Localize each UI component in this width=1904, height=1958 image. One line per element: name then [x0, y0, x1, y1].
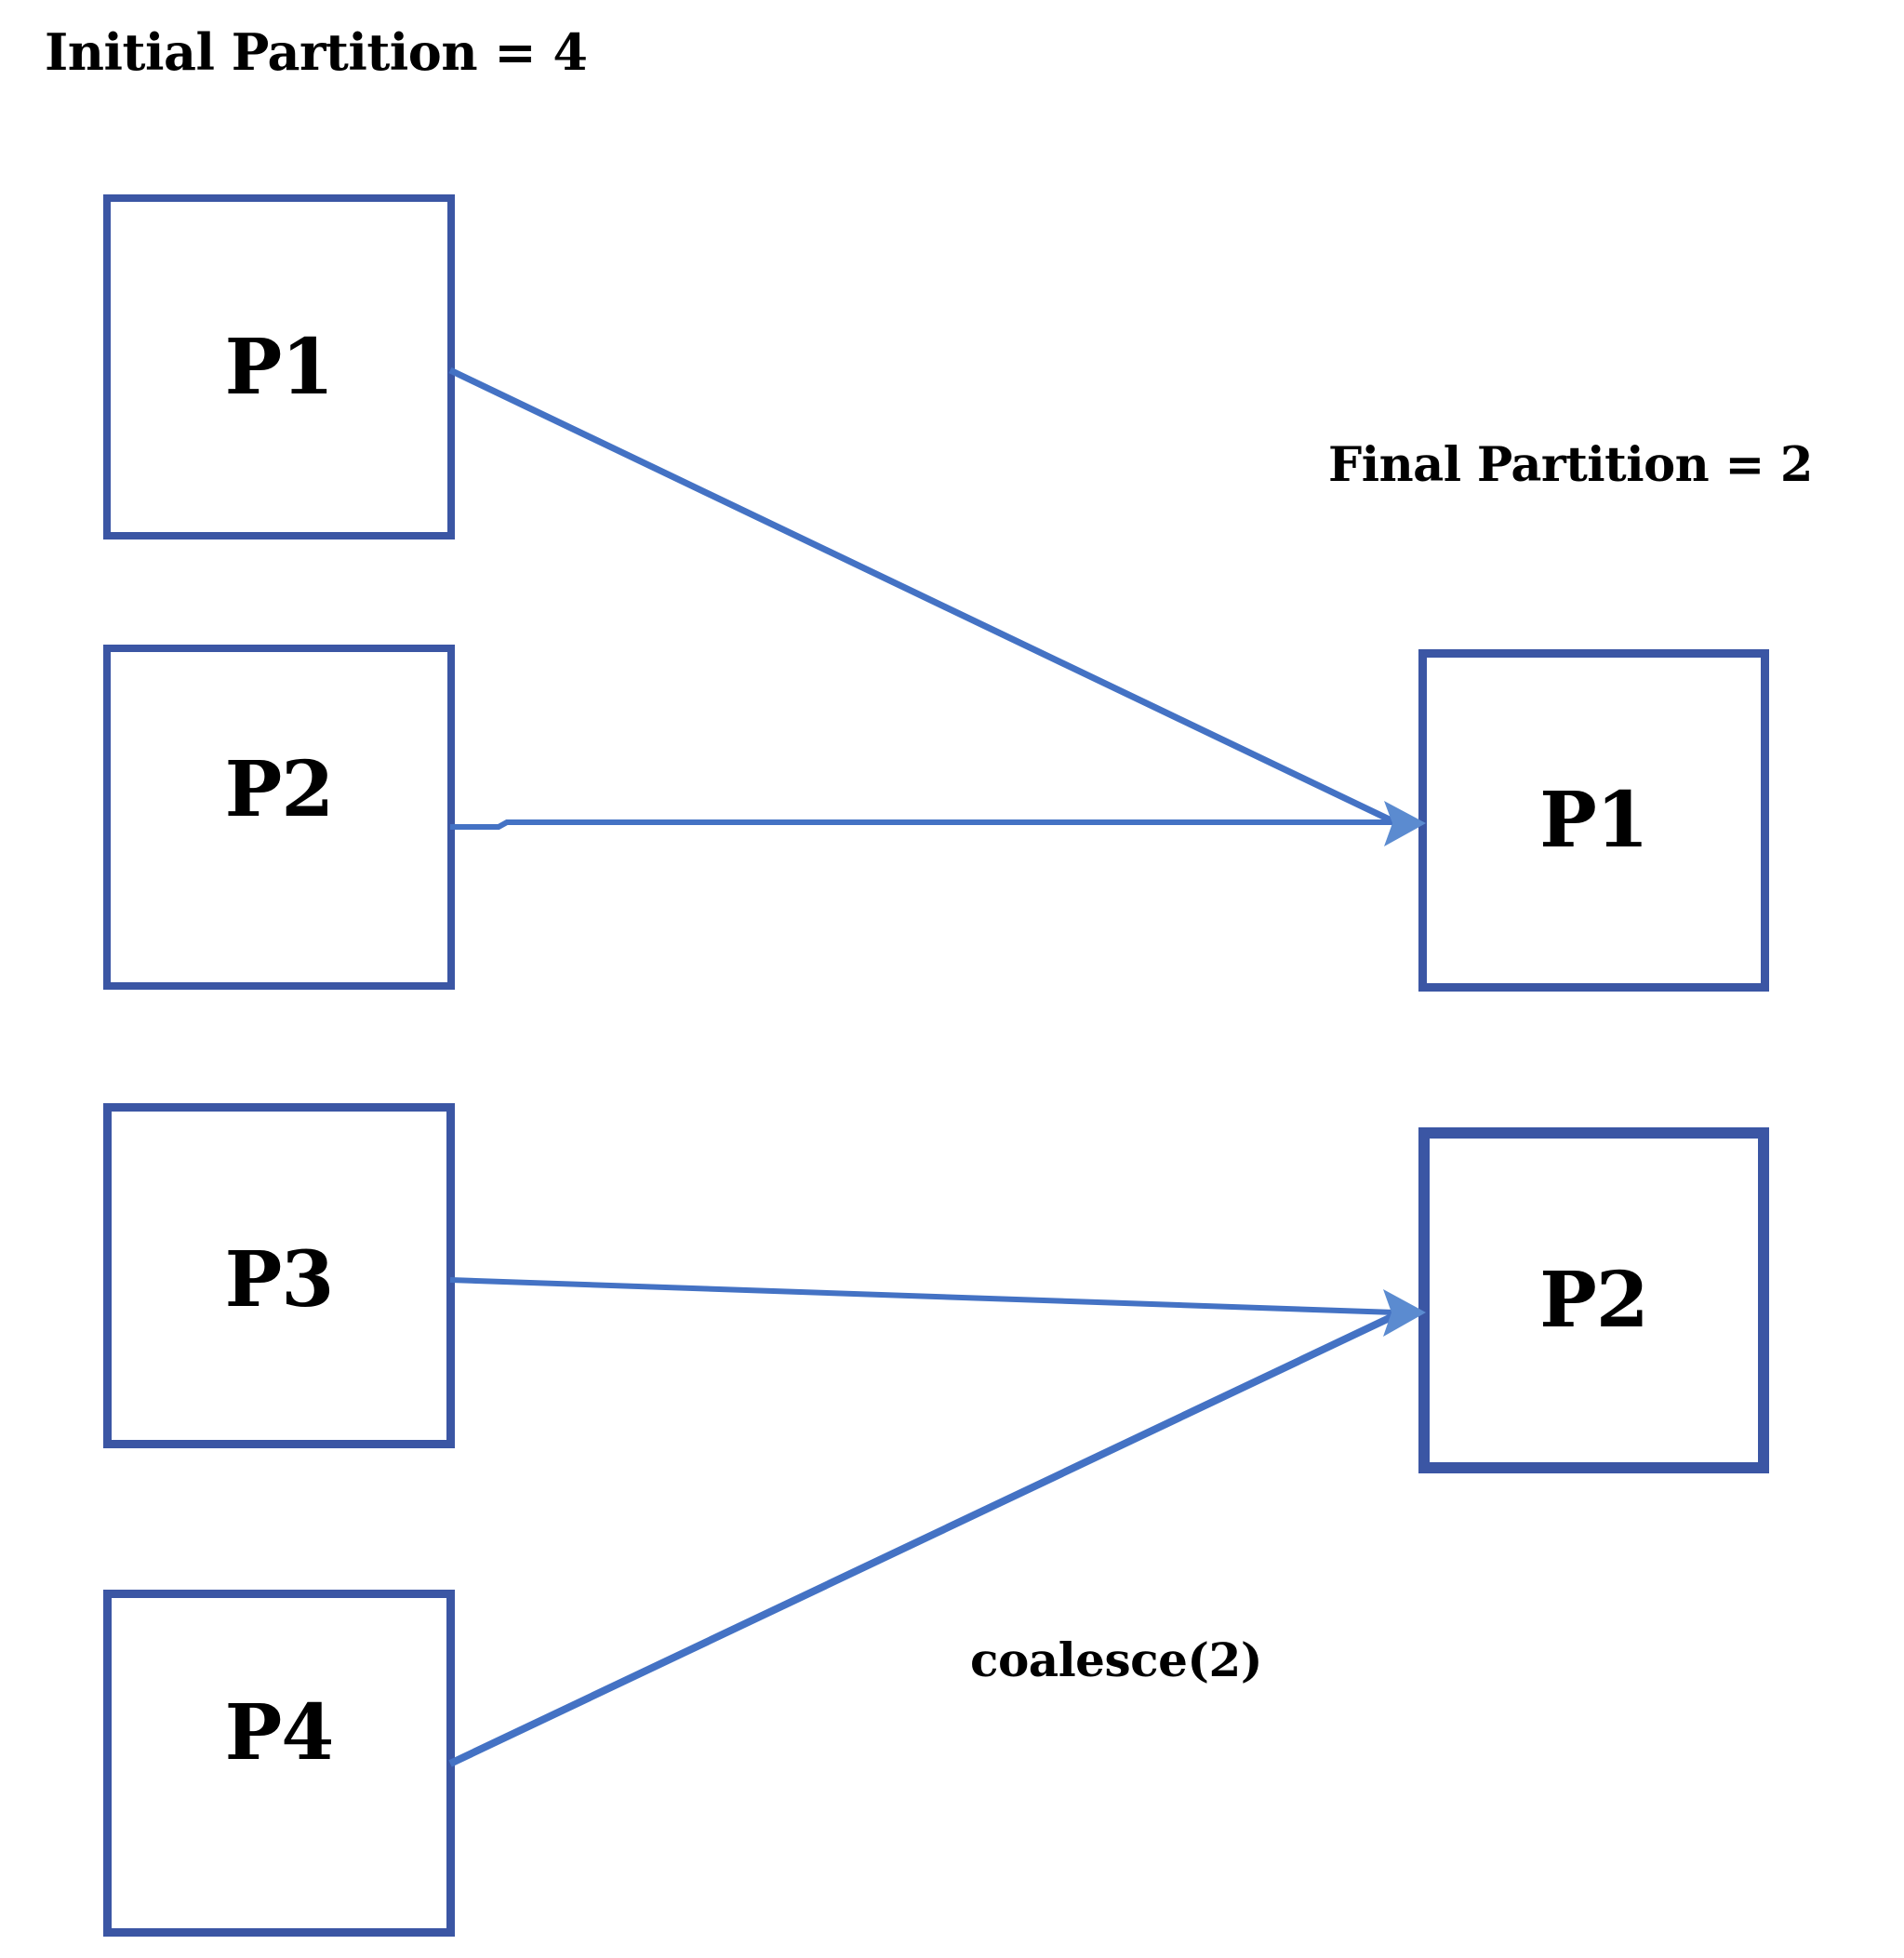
- source-partition-box-p4[interactable]: P4: [103, 1590, 455, 1937]
- source-partition-label-p1: P1: [224, 322, 335, 412]
- target-partition-box-p2[interactable]: P2: [1418, 1127, 1769, 1473]
- coalesce-operation-label: coalesce(2): [970, 1632, 1263, 1687]
- arrow-line-p3-to-p2: [449, 1277, 1396, 1315]
- initial-partition-title: Initial Partition = 4: [45, 22, 588, 82]
- final-partition-title: Final Partition = 2: [1328, 437, 1813, 493]
- source-partition-box-p1[interactable]: P1: [103, 194, 455, 539]
- target-partition-label-p2: P2: [1539, 1256, 1649, 1345]
- arrow-line-p1-to-p1: [448, 366, 1397, 826]
- source-partition-label-p2: P2: [224, 744, 335, 834]
- source-partition-label-p3: P3: [224, 1234, 335, 1325]
- source-partition-label-p4: P4: [224, 1687, 335, 1778]
- target-partition-label-p1: P1: [1539, 776, 1649, 865]
- source-partition-box-p2[interactable]: P2: [103, 645, 455, 990]
- arrow-line-p4-to-p2: [448, 1312, 1397, 1767]
- target-partition-box-p1[interactable]: P1: [1418, 649, 1769, 992]
- source-partition-box-p3[interactable]: P3: [103, 1103, 455, 1448]
- arrow-line-p2-to-p1: [450, 819, 1395, 830]
